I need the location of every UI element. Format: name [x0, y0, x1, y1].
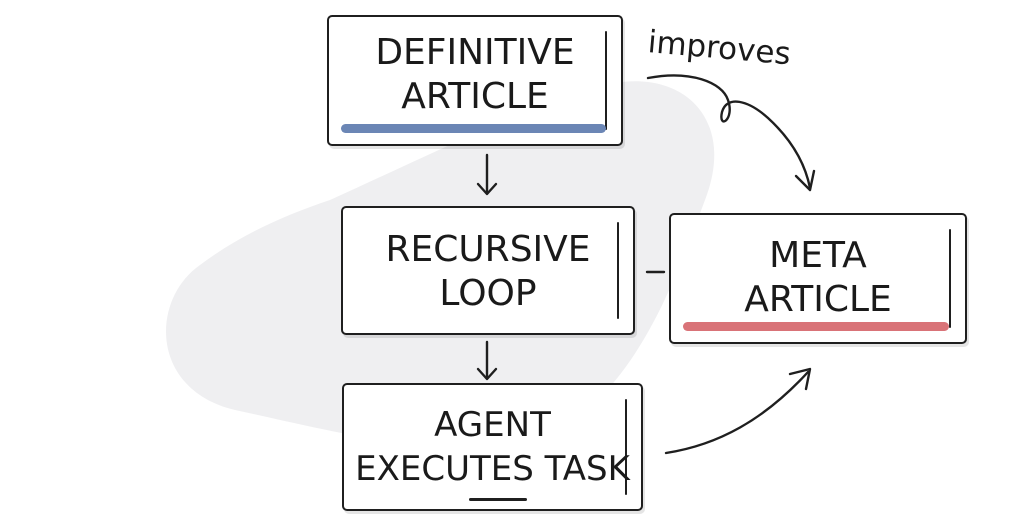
box-edge-stroke [617, 222, 619, 319]
node-recursive-loop: RECURSIVE LOOP [341, 206, 635, 335]
box-edge-stroke [605, 31, 607, 130]
node-agent-executes-task-line2: EXECUTES TASK [355, 449, 630, 489]
node-recursive-loop-line1: RECURSIVE [385, 229, 591, 270]
arrow-agent-to-meta [664, 367, 812, 455]
node-definitive-article-line1: DEFINITIVE [375, 32, 575, 73]
node-definitive-article-label: DEFINITIVE ARTICLE [329, 31, 621, 119]
box-edge-stroke [625, 399, 627, 495]
node-definitive-article-line2: ARTICLE [401, 76, 549, 117]
node-recursive-loop-line2: LOOP [439, 273, 537, 314]
node-meta-article-line1: META [769, 235, 867, 276]
node-meta-article-line2: ARTICLE [744, 279, 892, 320]
node-meta-article-label: META ARTICLE [671, 234, 965, 322]
arrow-improves-to-meta [646, 74, 816, 192]
node-definitive-article: DEFINITIVE ARTICLE [327, 15, 623, 146]
arrow-definitive-to-recursive [476, 153, 498, 196]
box-edge-stroke [949, 229, 951, 328]
node-agent-executes-task-line1: AGENT [434, 405, 551, 445]
node-agent-executes-task-label: AGENT EXECUTES TASK [344, 403, 641, 491]
node-definitive-article-underline [341, 124, 606, 133]
node-recursive-loop-label: RECURSIVE LOOP [343, 228, 633, 316]
arrow-recursive-to-agent [476, 340, 498, 381]
node-meta-article-underline [683, 322, 949, 331]
node-agent-executes-task: AGENT EXECUTES TASK [342, 383, 643, 511]
node-meta-article: META ARTICLE [669, 213, 967, 344]
node-agent-executes-task-underline [469, 498, 527, 501]
